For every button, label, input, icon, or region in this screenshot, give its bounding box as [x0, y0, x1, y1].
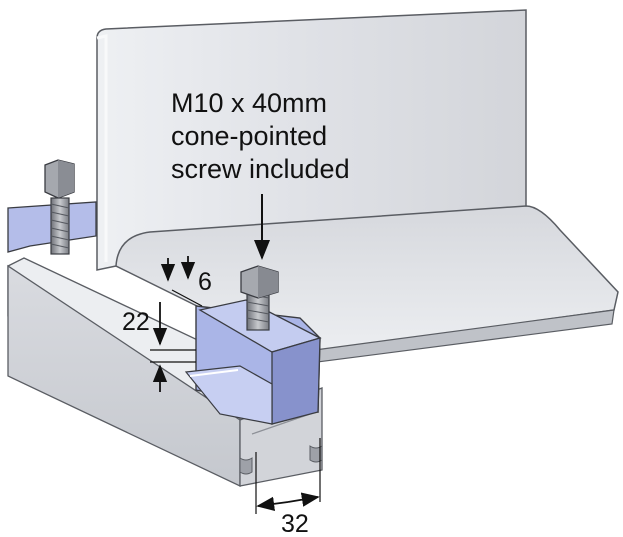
- dimension-label-6: 6: [198, 268, 212, 296]
- callout-line-3: screw included: [171, 154, 350, 184]
- dimension-lip: 6: [160, 256, 212, 307]
- dimension-label-32: 32: [281, 510, 309, 537]
- dimension-gap: 22: [122, 302, 196, 392]
- beam-clamp: [184, 299, 322, 425]
- dimension-label-22: 22: [122, 308, 150, 336]
- callout-line-1: M10 x 40mm: [171, 88, 327, 118]
- dimension-width: 32: [255, 438, 321, 537]
- screw: [240, 265, 279, 331]
- screw-callout: M10 x 40mm cone-pointed screw included: [171, 88, 350, 260]
- callout-line-2: cone-pointed: [171, 121, 327, 151]
- left-bolt: [44, 159, 75, 255]
